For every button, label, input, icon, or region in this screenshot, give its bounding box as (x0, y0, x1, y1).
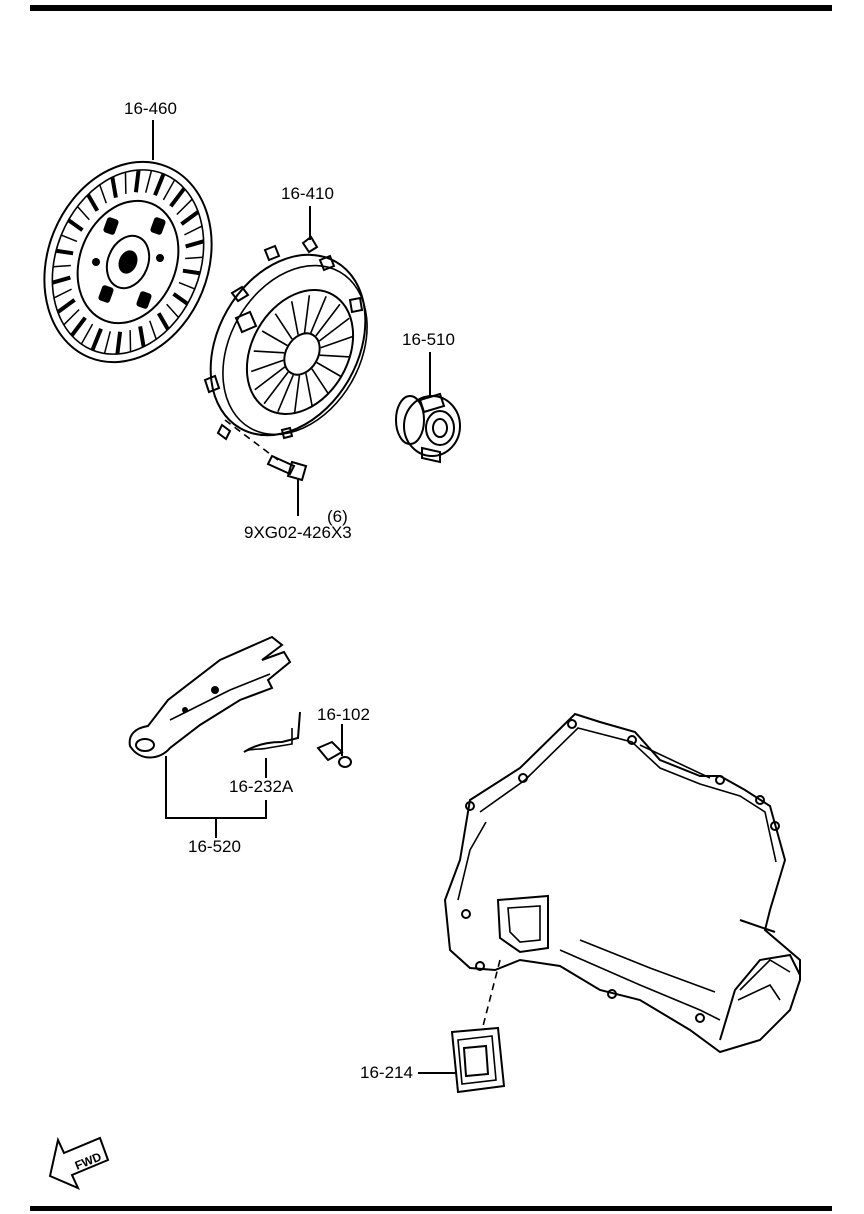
fwd-arrow-icon: FWD (48, 1136, 110, 1190)
label-bolt: 9XG02-426X3 (244, 523, 352, 542)
release-fork-illustration (128, 635, 292, 759)
transmission-housing-illustration (443, 712, 801, 1054)
grease-fitting-illustration (316, 740, 352, 768)
release-bearing-illustration (395, 392, 461, 464)
label-16-460: 16-460 (124, 99, 177, 118)
clutch-disc-illustration (43, 160, 213, 364)
label-16-410: 16-410 (281, 184, 334, 203)
spring-clip-illustration (243, 711, 301, 753)
label-16-214: 16-214 (360, 1063, 413, 1082)
dust-boot-illustration (450, 959, 506, 1094)
label-bolt-qty: (6) (327, 507, 348, 526)
bottom-border-rule (30, 1206, 832, 1211)
pressure-plate-illustration (203, 235, 368, 441)
label-16-510: 16-510 (402, 330, 455, 349)
top-border-rule (30, 5, 832, 11)
label-16-520: 16-520 (188, 837, 241, 856)
label-16-102: 16-102 (317, 705, 370, 724)
bolt-illustration (224, 419, 308, 482)
label-16-232A: 16-232A (229, 777, 294, 796)
